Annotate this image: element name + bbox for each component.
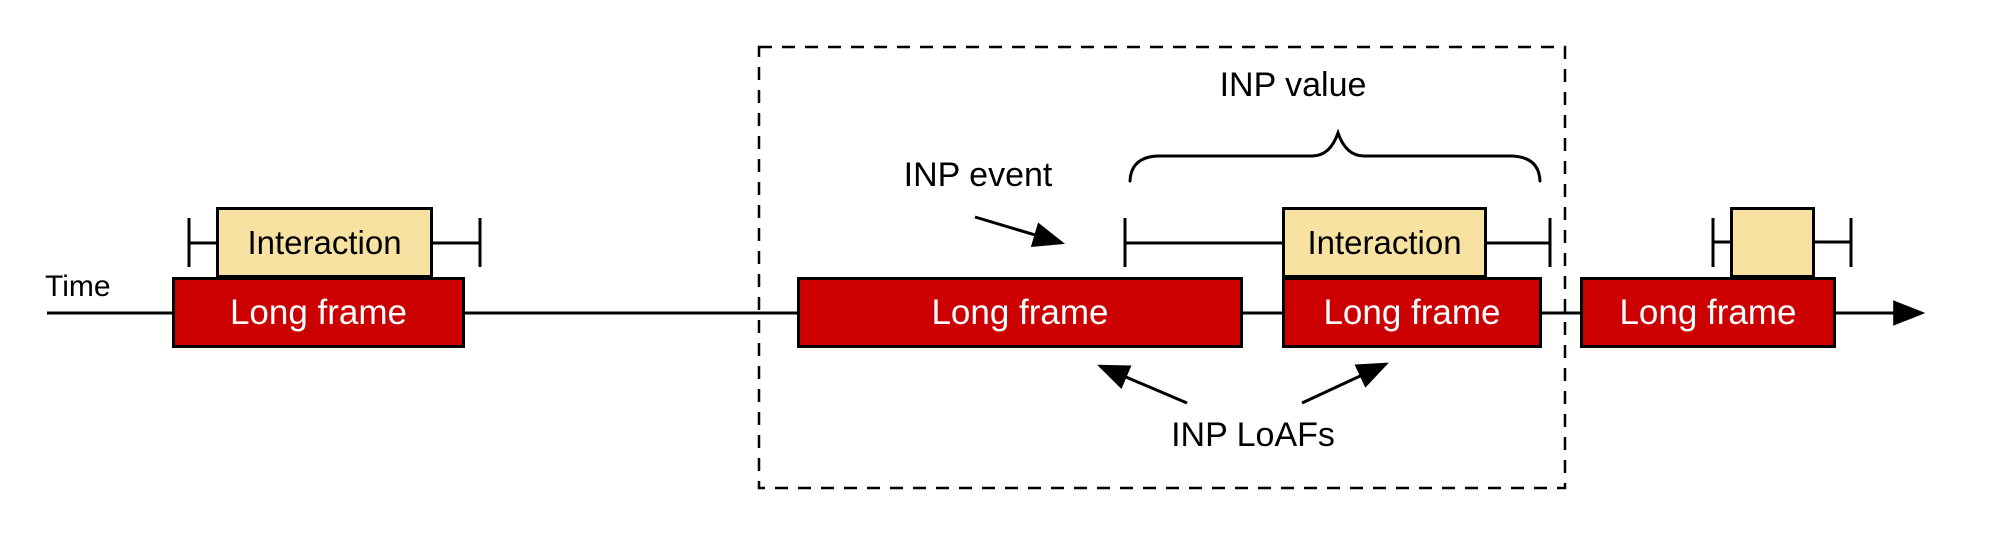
long-frame-label: Long frame [1619, 292, 1797, 332]
long-frame-label: Long frame [229, 292, 408, 332]
long-frame-label: Long frame [931, 292, 1109, 332]
inp-region-dashed-outline [757, 45, 1567, 490]
inp-loafs-label: INP LoAFs [1171, 416, 1335, 454]
inp-value-brace [1128, 128, 1542, 183]
interaction-1-whiskers [187, 218, 482, 267]
interaction-box-3 [1730, 207, 1815, 278]
long-frame-box-1: Long frame [172, 277, 465, 348]
time-label: Time [45, 270, 111, 303]
interaction-box-1: Interaction [216, 207, 433, 278]
interaction-3-whiskers [1711, 218, 1853, 267]
interaction-box-2: Interaction [1282, 207, 1487, 278]
interaction-2-whiskers [1123, 218, 1552, 267]
long-frame-label: Long frame [1323, 292, 1501, 332]
inp-loaf-arrow-right [1301, 362, 1389, 405]
long-frame-box-3: Long frame [1282, 277, 1542, 348]
inp-loaf-arrow-left [1097, 364, 1188, 405]
interaction-label: Interaction [247, 223, 402, 261]
inp-event-label: INP event [903, 156, 1053, 194]
inp-value-label: INP value [1219, 66, 1367, 104]
long-frame-box-2: Long frame [797, 277, 1243, 348]
interaction-label: Interaction [1307, 223, 1462, 261]
long-frame-box-4: Long frame [1580, 277, 1836, 348]
inp-event-arrow [974, 215, 1066, 248]
